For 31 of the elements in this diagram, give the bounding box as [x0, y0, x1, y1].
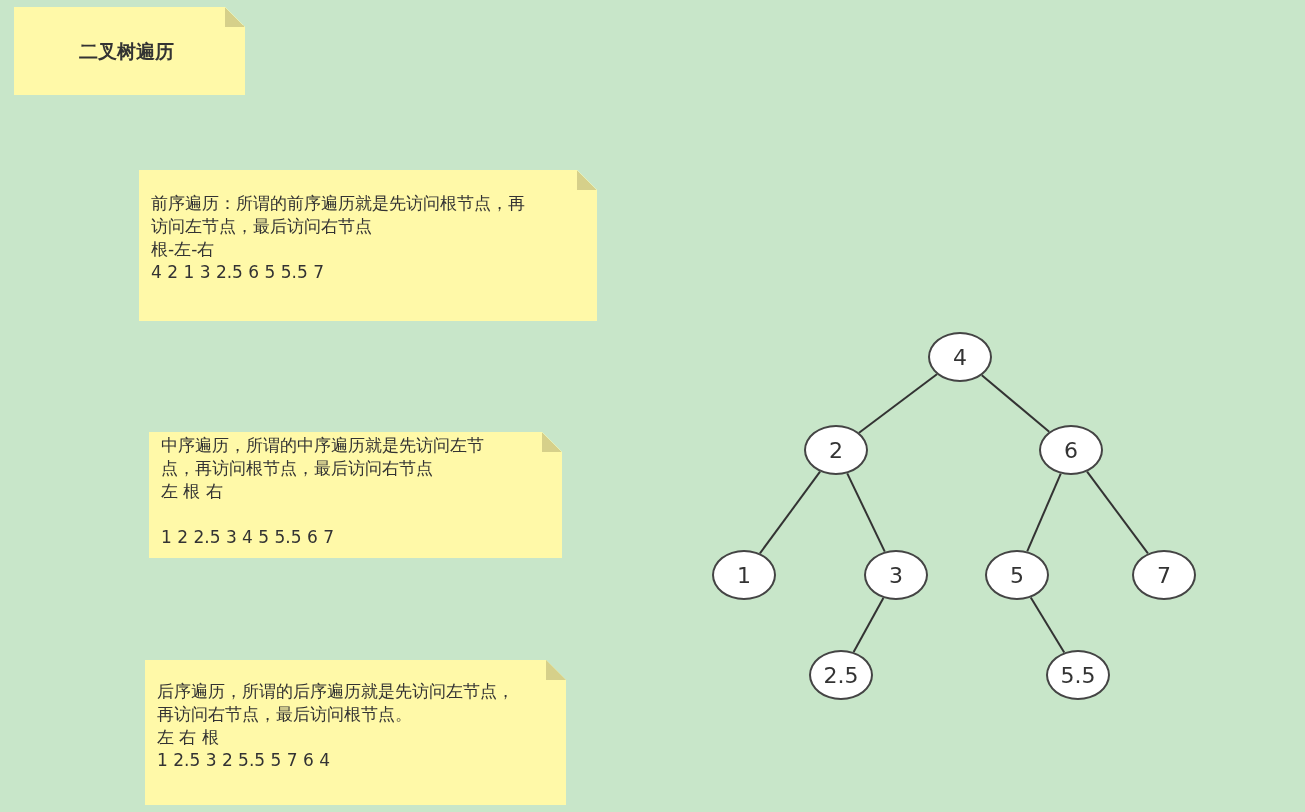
tree-node: 4 — [928, 332, 992, 382]
title-note — [14, 7, 245, 95]
tree-node: 5.5 — [1046, 650, 1110, 700]
note-text: 左 右 根 — [157, 726, 220, 749]
note-text: 1 2 2.5 3 4 5 5.5 6 7 — [161, 526, 335, 549]
tree-node: 1 — [712, 550, 776, 600]
tree-node: 3 — [864, 550, 928, 600]
tree-node: 6 — [1039, 425, 1103, 475]
tree-node: 5 — [985, 550, 1049, 600]
sticky-note — [145, 660, 566, 805]
note-text: 中序遍历，所谓的中序遍历就是先访问左节点，再访问根节点，最后访问右节点 — [161, 434, 485, 480]
tree-edge — [1086, 470, 1149, 555]
title-text: 二叉树遍历 — [79, 39, 174, 63]
tree-edge — [852, 596, 885, 654]
note-text: 根-左-右 — [151, 238, 216, 261]
tree-node: 2.5 — [809, 650, 873, 700]
note-text: 1 2.5 3 2 5.5 5 7 6 4 — [157, 749, 331, 772]
tree-edge — [980, 374, 1051, 433]
tree-edge — [1026, 472, 1062, 553]
tree-node: 7 — [1132, 550, 1196, 600]
tree-edge — [858, 373, 938, 434]
note-text: 左 根 右 — [161, 480, 224, 503]
tree-edge — [758, 470, 822, 555]
tree-edge — [846, 472, 886, 553]
note-text: 前序遍历：所谓的前序遍历就是先访问根节点，再访问左节点，最后访问右节点 — [151, 192, 526, 238]
note-text: 后序遍历，所谓的后序遍历就是先访问左节点，再访问右节点，最后访问根节点。 — [157, 680, 515, 726]
note-text: 4 2 1 3 2.5 6 5 5.5 7 — [151, 261, 325, 284]
tree-node: 2 — [804, 425, 868, 475]
tree-edge — [1029, 596, 1066, 654]
sticky-note — [139, 170, 597, 321]
sticky-note — [149, 432, 562, 558]
